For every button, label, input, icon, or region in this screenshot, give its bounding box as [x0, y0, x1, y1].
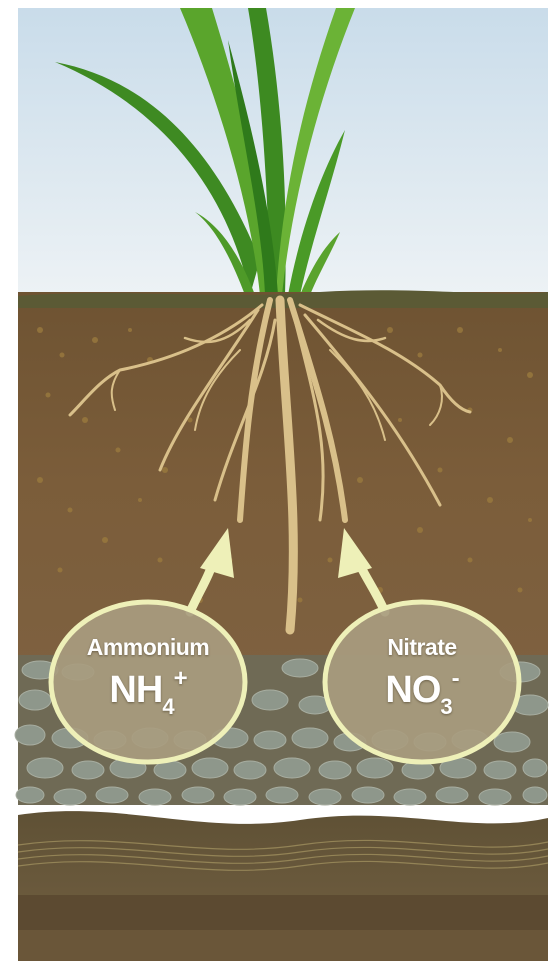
ammonium-label: Ammonium NH4+ — [48, 634, 248, 709]
nitrate-formula-main: NO — [385, 669, 440, 711]
ammonium-formula-charge: + — [174, 665, 187, 692]
ammonium-name: Ammonium — [48, 634, 248, 661]
ammonium-formula-subscript: 4 — [162, 694, 173, 719]
nitrate-formula-subscript: 3 — [440, 694, 451, 719]
nitrate-label: Nitrate NO3- — [322, 634, 522, 709]
nitrate-formula: NO3- — [322, 671, 522, 709]
nitrate-formula-charge: - — [452, 665, 459, 692]
subsoil-layer — [18, 811, 548, 900]
nitrate-name: Nitrate — [322, 634, 522, 661]
ammonium-formula: NH4+ — [48, 671, 248, 709]
ammonium-formula-main: NH — [109, 669, 162, 711]
